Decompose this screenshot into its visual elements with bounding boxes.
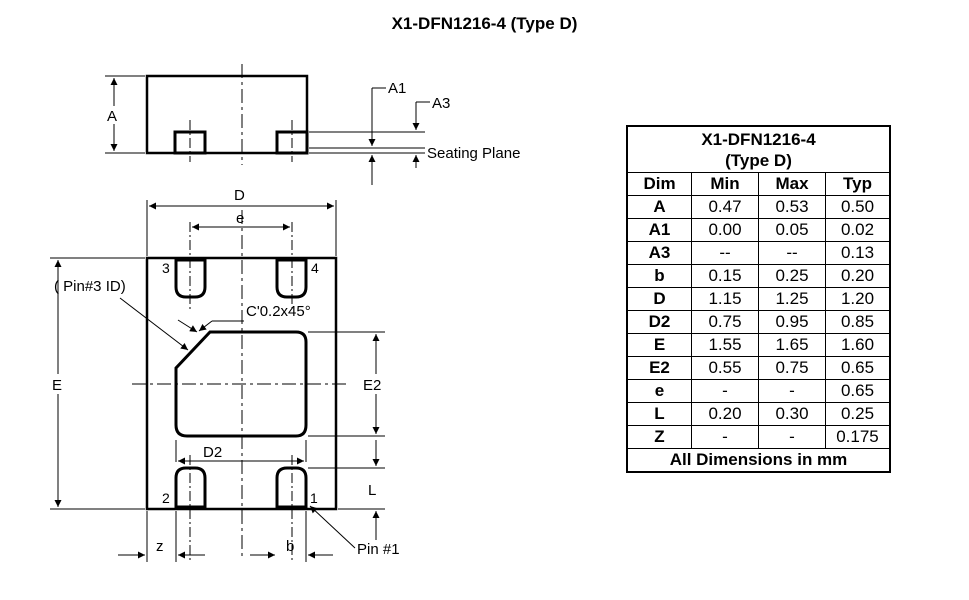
dim-cell: E: [626, 333, 692, 357]
max-cell: --: [758, 241, 826, 265]
pin-number-3: 3: [162, 260, 170, 276]
table-title: X1-DFN1216-4 (Type D): [626, 125, 891, 173]
dim-b-label: b: [286, 538, 294, 555]
table-footer-row: All Dimensions in mm: [626, 448, 891, 473]
dim-A-label: A: [107, 108, 117, 125]
max-cell: 1.25: [758, 287, 826, 311]
typ-cell: 0.13: [825, 241, 891, 265]
table-row: e--0.65: [626, 379, 891, 403]
side-body-outline: [145, 74, 309, 155]
typ-cell: 0.65: [825, 379, 891, 403]
min-cell: -: [691, 379, 759, 403]
typ-cell: 1.20: [825, 287, 891, 311]
table-footer: All Dimensions in mm: [626, 448, 891, 473]
dim-cell: e: [626, 379, 692, 403]
table-row: Z--0.175: [626, 425, 891, 449]
dim-cell: A3: [626, 241, 692, 265]
lead-pin4: [275, 258, 308, 299]
typ-cell: 1.60: [825, 333, 891, 357]
header-min: Min: [691, 172, 759, 196]
min-cell: 0.75: [691, 310, 759, 334]
min-cell: -: [691, 425, 759, 449]
pin-number-2: 2: [162, 490, 170, 506]
bottom-view: D e E E2 L D2 z: [50, 187, 400, 562]
min-cell: --: [691, 241, 759, 265]
dim-cell: Z: [626, 425, 692, 449]
min-cell: 1.15: [691, 287, 759, 311]
pin-number-1: 1: [310, 490, 318, 506]
header-max: Max: [758, 172, 826, 196]
table-title-line2: (Type D): [725, 151, 792, 170]
dim-D-label: D: [234, 187, 245, 204]
dim-E-label: E: [52, 377, 62, 394]
max-cell: 0.25: [758, 264, 826, 288]
max-cell: -: [758, 425, 826, 449]
min-cell: 0.55: [691, 356, 759, 380]
dim-cell: D2: [626, 310, 692, 334]
lead-pin2: [174, 466, 207, 509]
max-cell: 1.65: [758, 333, 826, 357]
dim-cell: D: [626, 287, 692, 311]
dim-cell: A: [626, 195, 692, 219]
exposed-pad: [174, 330, 308, 438]
max-cell: 0.95: [758, 310, 826, 334]
min-cell: 0.00: [691, 218, 759, 242]
lead-pin3: [174, 258, 207, 299]
chamfer-label: C'0.2x45°: [246, 303, 311, 320]
dim-cell: b: [626, 264, 692, 288]
header-typ: Typ: [825, 172, 891, 196]
dim-E2-label: E2: [363, 377, 381, 394]
seating-plane-label: Seating Plane: [427, 145, 520, 162]
dim-L-label: L: [368, 482, 376, 499]
side-view: A A1 A3 Seating Plane: [105, 64, 520, 185]
max-cell: -: [758, 379, 826, 403]
header-dim: Dim: [626, 172, 692, 196]
typ-cell: 0.25: [825, 402, 891, 426]
pin3-id-label: ( Pin#3 ID): [54, 278, 126, 295]
dim-D2-label: D2: [203, 444, 222, 461]
min-cell: 1.55: [691, 333, 759, 357]
dim-A1-label: A1: [388, 80, 406, 97]
dim-e-label: e: [236, 210, 244, 227]
min-cell: 0.47: [691, 195, 759, 219]
typ-cell: 0.50: [825, 195, 891, 219]
typ-cell: 0.20: [825, 264, 891, 288]
typ-cell: 0.65: [825, 356, 891, 380]
page-title: X1-DFN1216-4 (Type D): [391, 14, 578, 33]
table-header-row: Dim Min Max Typ: [626, 172, 891, 196]
min-cell: 0.15: [691, 264, 759, 288]
table-row: A3----0.13: [626, 241, 891, 265]
dim-z-label: z: [156, 538, 164, 555]
pin-number-4: 4: [311, 260, 319, 276]
typ-cell: 0.175: [825, 425, 891, 449]
lead-pin1: [275, 466, 308, 509]
min-cell: 0.20: [691, 402, 759, 426]
table-title-line1: X1-DFN1216-4: [701, 130, 816, 149]
dim-cell: A1: [626, 218, 692, 242]
dim-A3-label: A3: [432, 95, 450, 112]
dim-cell: E2: [626, 356, 692, 380]
max-cell: 0.53: [758, 195, 826, 219]
max-cell: 0.05: [758, 218, 826, 242]
typ-cell: 0.02: [825, 218, 891, 242]
max-cell: 0.75: [758, 356, 826, 380]
typ-cell: 0.85: [825, 310, 891, 334]
dim-cell: L: [626, 402, 692, 426]
pin1-label: Pin #1: [357, 541, 400, 558]
max-cell: 0.30: [758, 402, 826, 426]
